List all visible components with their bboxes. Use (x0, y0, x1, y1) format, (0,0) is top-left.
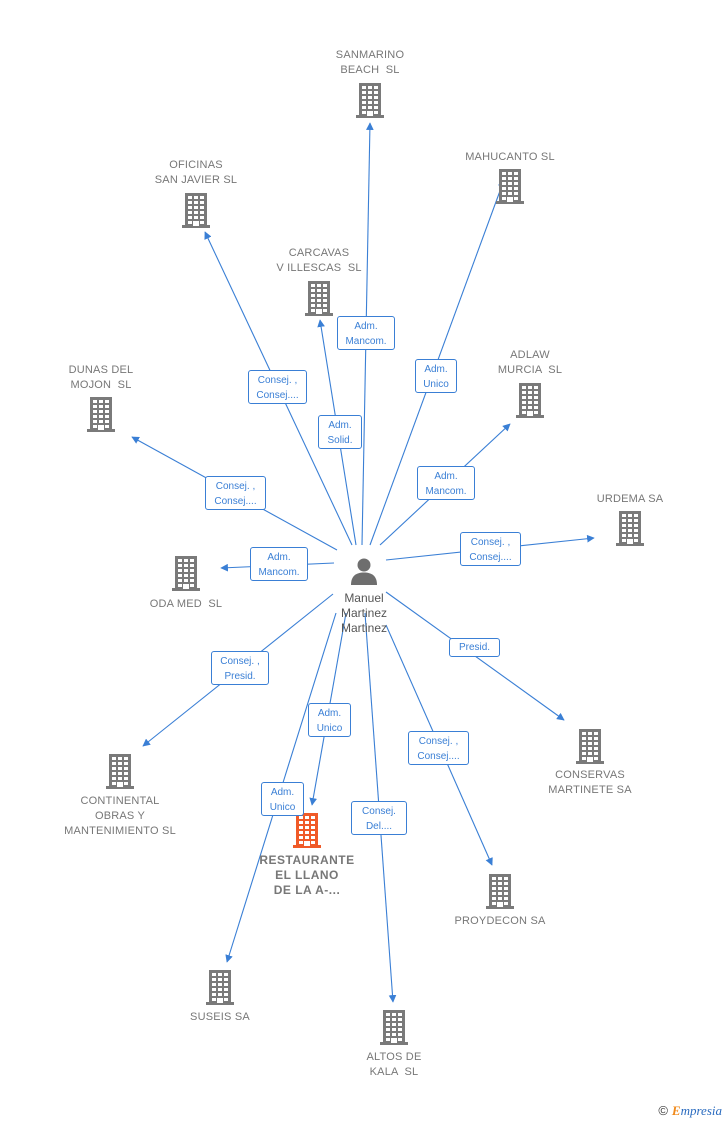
role-label-mahucanto[interactable]: Adm. Unico (415, 359, 457, 393)
role-label-odamed[interactable]: Adm. Mancom. (250, 547, 308, 581)
building-icon[interactable] (87, 396, 115, 437)
building-icon[interactable] (616, 510, 644, 551)
person-icon (351, 558, 377, 585)
building-icon[interactable] (486, 873, 514, 914)
company-label-urdema[interactable]: URDEMA SA (596, 493, 664, 505)
copyright-icon: © (658, 1103, 668, 1118)
role-label-urdema[interactable]: Consej. , Consej.... (460, 532, 521, 566)
building-icon[interactable] (106, 753, 134, 794)
role-label-sanmarino[interactable]: Adm. Mancom. (337, 316, 395, 350)
company-label-altos[interactable]: ALTOS DE KALA SL (366, 1051, 422, 1078)
role-label-proydecon[interactable]: Consej. , Consej.... (408, 731, 469, 765)
company-label-restaurante[interactable]: RESTAURANTE EL LLANO DE LA A-... (259, 853, 355, 897)
company-label-mahucanto[interactable]: MAHUCANTO SL (465, 151, 555, 163)
watermark-text: mpresia (680, 1103, 722, 1118)
company-label-odamed[interactable]: ODA MED SL (149, 598, 223, 610)
person-name: Manuel Martinez Martinez (340, 591, 387, 635)
building-icon[interactable] (356, 82, 384, 123)
building-icon[interactable] (380, 1009, 408, 1050)
person-node[interactable]: Manuel Martinez Martinez (324, 556, 404, 636)
building-icon[interactable] (516, 382, 544, 423)
role-label-oficinas[interactable]: Consej. , Consej.... (248, 370, 307, 404)
building-icon[interactable] (576, 728, 604, 769)
company-label-dunas[interactable]: DUNAS DEL MOJON SL (68, 364, 134, 391)
building-icon[interactable] (182, 192, 210, 233)
company-label-carcavas[interactable]: CARCAVAS V ILLESCAS SL (276, 247, 362, 274)
role-label-restaurante[interactable]: Adm. Unico (308, 703, 351, 737)
role-label-adlaw[interactable]: Adm. Mancom. (417, 466, 475, 500)
company-label-proydecon[interactable]: PROYDECON SA (454, 915, 546, 927)
role-label-carcavas[interactable]: Adm. Solid. (318, 415, 362, 449)
role-label-conservas[interactable]: Presid. (449, 638, 500, 657)
role-label-dunas[interactable]: Consej. , Consej.... (205, 476, 266, 510)
company-label-oficinas[interactable]: OFICINAS SAN JAVIER SL (154, 159, 238, 186)
company-label-sanmarino[interactable]: SANMARINO BEACH SL (335, 49, 405, 76)
role-label-altos[interactable]: Consej. Del.... (351, 801, 407, 835)
role-label-continental[interactable]: Consej. , Presid. (211, 651, 269, 685)
building-icon[interactable] (172, 555, 200, 596)
building-icon[interactable] (496, 168, 524, 209)
role-label-suseis[interactable]: Adm. Unico (261, 782, 304, 816)
company-label-conservas[interactable]: CONSERVAS MARTINETE SA (548, 769, 632, 796)
company-label-adlaw[interactable]: ADLAW MURCIA SL (497, 349, 563, 376)
company-label-continental[interactable]: CONTINENTAL OBRAS Y MANTENIMIENTO SL (64, 795, 176, 837)
watermark-e: E (671, 1103, 681, 1118)
building-icon[interactable] (305, 280, 333, 321)
company-label-suseis[interactable]: SUSEIS SA (190, 1011, 250, 1023)
empresia-watermark: ©Empresia (658, 1103, 722, 1119)
building-icon[interactable] (293, 812, 321, 853)
building-icon[interactable] (206, 969, 234, 1010)
